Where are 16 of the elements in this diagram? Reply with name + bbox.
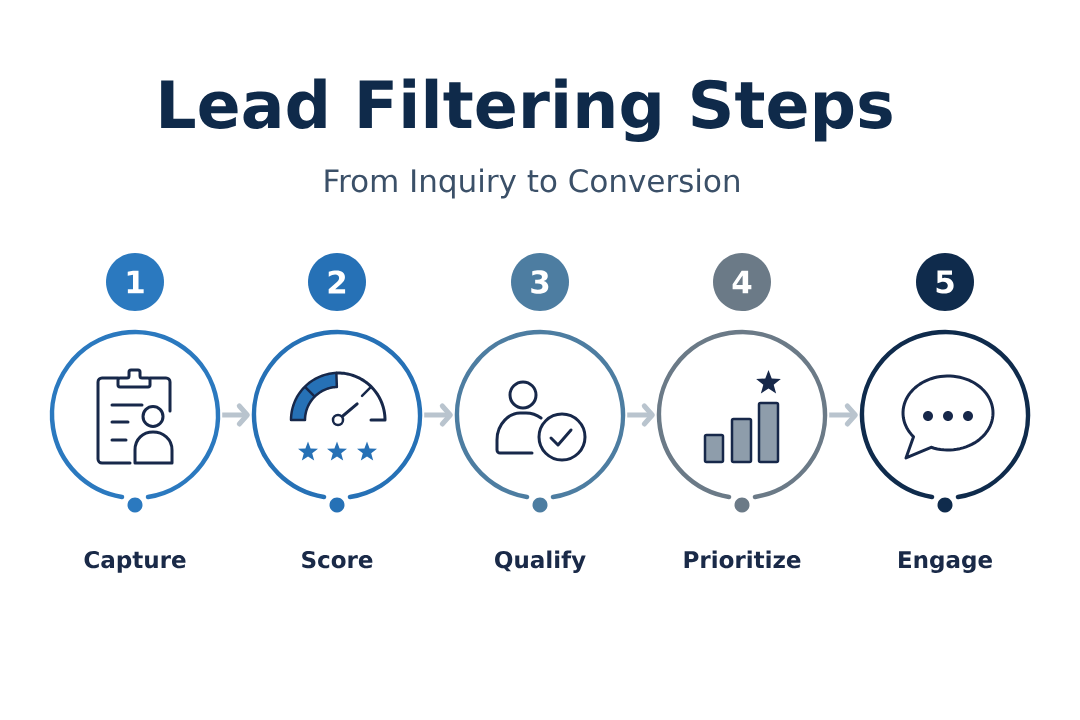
number-badge: 5 — [916, 253, 974, 311]
step-label: Engage — [899, 551, 992, 573]
arrow — [627, 403, 655, 427]
arrow — [829, 403, 858, 427]
step-label: Prioritize — [684, 550, 801, 569]
subtitle: From Inquiry to Conversion — [325, 168, 739, 199]
step-label: Capture — [84, 550, 186, 573]
number-badge: 2 — [308, 253, 366, 311]
arrow — [222, 403, 250, 427]
number-badge: 3 — [511, 253, 569, 311]
arrow — [424, 403, 453, 427]
title: Lead Filtering Steps — [161, 78, 892, 142]
step-label: Qualify — [495, 550, 586, 573]
number-badge: 4 — [713, 253, 771, 311]
number-badge: 1 — [106, 253, 164, 311]
step-label: Score — [302, 550, 373, 569]
